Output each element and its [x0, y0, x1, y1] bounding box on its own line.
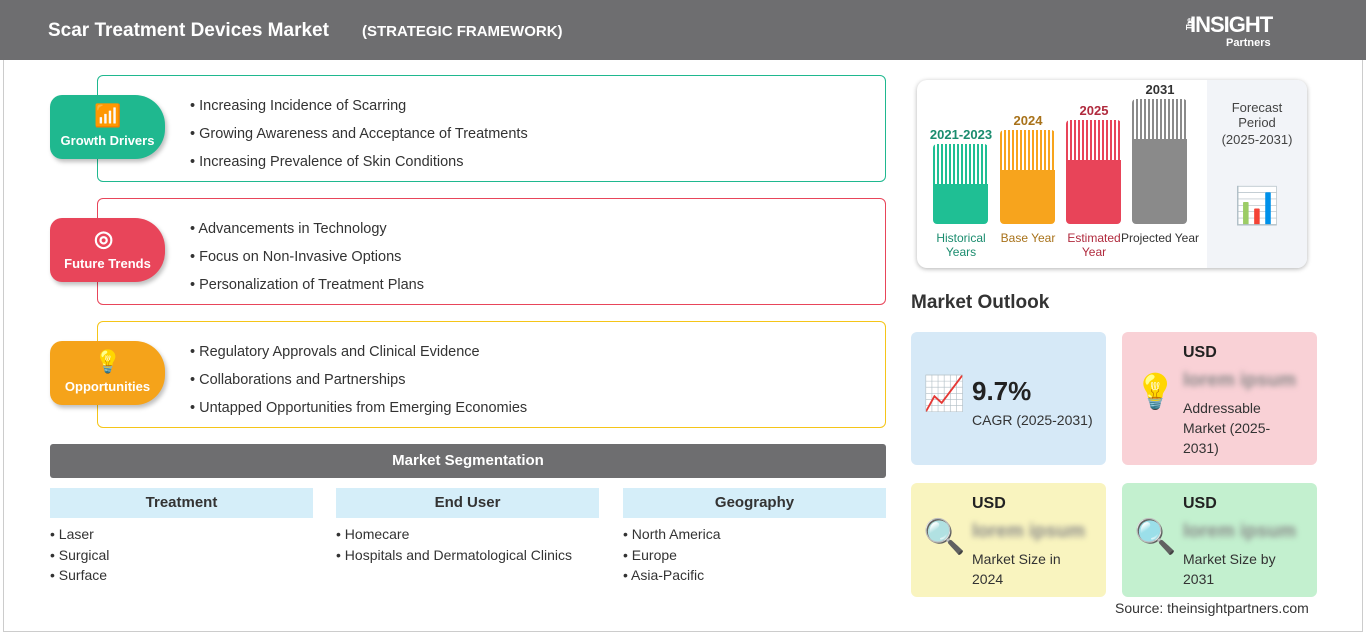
list-item: Increasing Prevalence of Skin Conditions: [190, 148, 885, 176]
list-item: Regulatory Approvals and Clinical Eviden…: [190, 338, 885, 366]
list-item: Asia-Pacific: [623, 565, 886, 586]
chart-growth-icon: 📶: [94, 103, 122, 128]
market-outlook-title: Market Outlook: [911, 292, 1050, 313]
analytics-illustration-icon: 📊: [1234, 185, 1280, 226]
lightbulb-hand-icon: 💡: [94, 349, 122, 374]
timeline-label: Base Year: [1000, 231, 1056, 245]
list-item: Europe: [623, 545, 886, 566]
source-text: Source: theinsightpartners.com: [1115, 600, 1309, 616]
timeline-bar: [1066, 120, 1121, 224]
target-icon: ◎: [94, 226, 114, 251]
growth-drivers-card: Increasing Incidence of Scarring Growing…: [97, 75, 886, 182]
segment-end-user: End User Homecare Hospitals and Dermatol…: [336, 488, 599, 565]
cagr-card: 📈 9.7% CAGR (2025-2031): [911, 332, 1106, 465]
list-item: Laser: [50, 524, 313, 545]
future-trends-card: Advancements in Technology Focus on Non-…: [97, 198, 886, 305]
content-frame: [3, 60, 1363, 632]
list-item: North America: [623, 524, 886, 545]
growth-drivers-badge: 📶Growth Drivers: [50, 95, 165, 159]
list-item: Surgical: [50, 545, 313, 566]
segment-geography: Geography North America Europe Asia-Paci…: [623, 488, 886, 586]
lightbulb-dollar-icon: 💡: [1134, 373, 1177, 411]
timeline-year: 2031: [1145, 82, 1175, 97]
list-item: Advancements in Technology: [190, 215, 885, 243]
timeline-year: 2025: [1079, 103, 1109, 118]
list-item: Hospitals and Dermatological Clinics: [336, 545, 599, 566]
list-item: Focus on Non-Invasive Options: [190, 243, 885, 271]
timeline-year: 2024: [1013, 113, 1043, 128]
page-title: Scar Treatment Devices Market: [48, 20, 329, 41]
timeline-panel: Forecast Period (2025-2031) 📊 2021-2023 …: [917, 80, 1307, 268]
timeline-bar: [1000, 130, 1055, 224]
future-trends-badge: ◎Future Trends: [50, 218, 165, 282]
list-item: Homecare: [336, 524, 599, 545]
list-item: Increasing Incidence of Scarring: [190, 92, 885, 120]
opportunities-badge: 💡Opportunities: [50, 341, 165, 405]
list-item: Collaborations and Partnerships: [190, 366, 885, 394]
timeline-year: 2021-2023: [929, 127, 993, 142]
timeline-bar: [1132, 99, 1187, 224]
list-item: Surface: [50, 565, 313, 586]
magnifier-chart-icon: 🔍: [1134, 518, 1177, 556]
timeline-label: Projected Year: [1120, 231, 1200, 245]
timeline-label: Estimated Year: [1067, 231, 1121, 259]
opportunities-card: Regulatory Approvals and Clinical Eviden…: [97, 321, 886, 428]
segmentation-header: Market Segmentation: [50, 444, 886, 478]
list-item: Growing Awareness and Acceptance of Trea…: [190, 120, 885, 148]
forecast-period: Forecast Period (2025-2031) 📊: [1207, 80, 1307, 268]
timeline-bar: [933, 144, 988, 224]
timeline-label: Historical Years: [936, 231, 986, 259]
list-item: Personalization of Treatment Plans: [190, 271, 885, 299]
list-item: Untapped Opportunities from Emerging Eco…: [190, 394, 885, 422]
segment-treatment: Treatment Laser Surgical Surface: [50, 488, 313, 586]
growth-chart-icon: 📈: [923, 375, 966, 413]
header-bar: Scar Treatment Devices Market (STRATEGIC…: [0, 0, 1366, 60]
magnifier-chart-icon: 🔍: [923, 518, 966, 556]
page-subtitle: (STRATEGIC FRAMEWORK): [362, 23, 563, 40]
